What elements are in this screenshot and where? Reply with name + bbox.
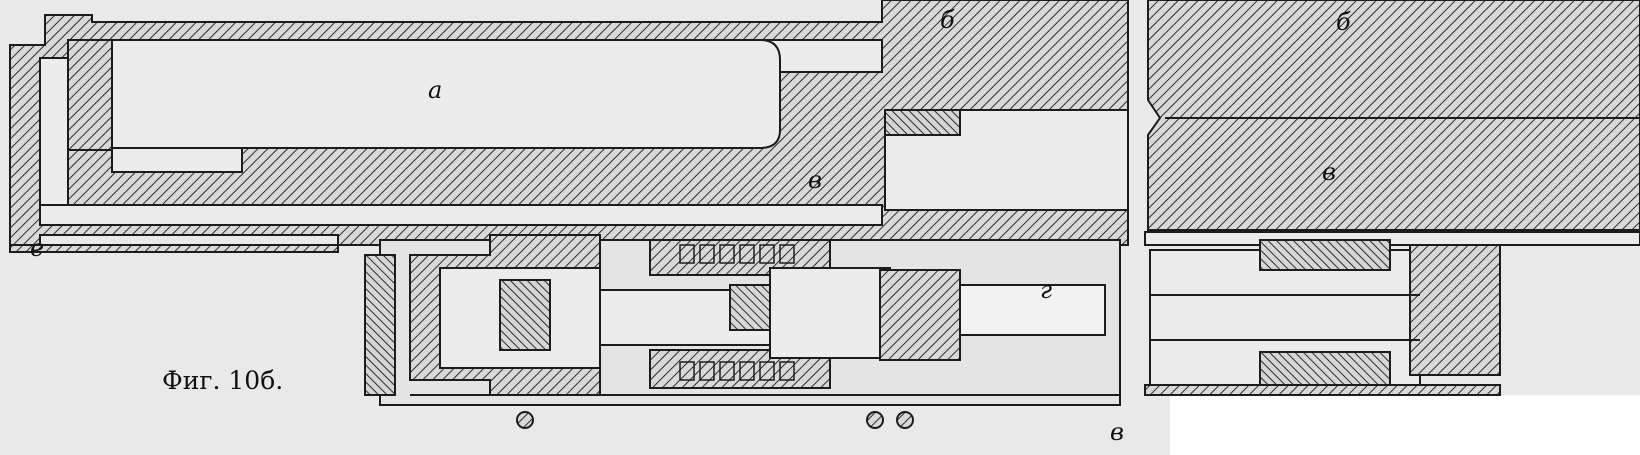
base-plate	[9, 244, 339, 253]
label-g: г	[1040, 276, 1053, 304]
figure-caption: Фиг. 10б.	[162, 366, 284, 395]
label-e: е	[30, 234, 45, 262]
label-b-left: б	[940, 6, 955, 34]
right-block	[1144, 0, 1640, 396]
label-v-left-top: в	[808, 166, 822, 194]
label-v-right: в	[1322, 158, 1336, 186]
barrel-assembly	[379, 234, 1121, 429]
label-a: а	[428, 76, 443, 104]
latch	[364, 254, 396, 396]
label-b-right: б	[1336, 8, 1351, 36]
blank-corner	[1170, 395, 1640, 455]
chamber-body	[9, 0, 1129, 251]
label-v-bottom: в	[1110, 418, 1124, 446]
